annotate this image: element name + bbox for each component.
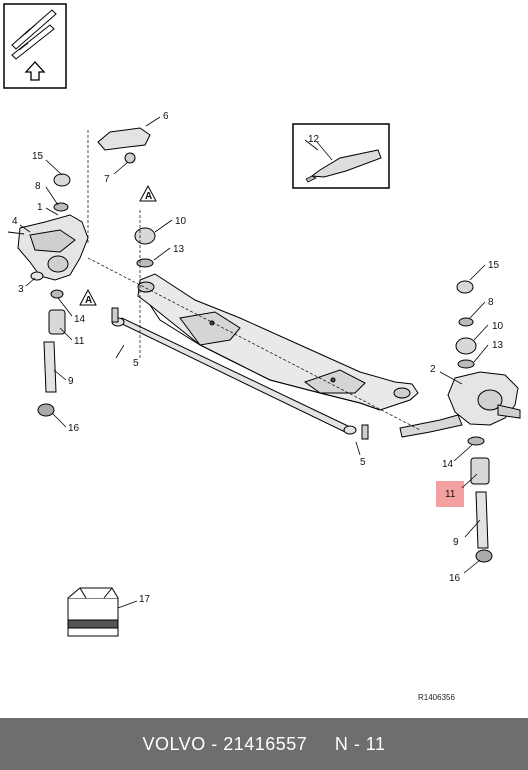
callout-8-left: 8 [35,181,41,192]
grease-tube-inset [292,123,390,189]
footer-gap [307,734,335,755]
callout-17: 17 [139,594,151,605]
callout-1: 1 [37,202,43,213]
orientation-icon [3,3,67,89]
callout-5-left: 5 [133,358,139,369]
callout-3: 3 [18,284,24,295]
svg-text:A: A [145,191,152,202]
callout-9-left: 9 [68,376,74,387]
callout-5-right: 5 [360,457,366,468]
callout-10-right: 10 [492,321,504,332]
callout-15-right: 15 [488,260,500,271]
left-steering-knuckle [7,173,156,417]
callout-15-left: 15 [32,151,44,162]
callout-16-right: 16 [449,573,461,584]
callout-11-left: 11 [74,336,85,347]
callout-6: 6 [163,111,169,122]
parts-kit-box [67,587,119,637]
callout-13-top: 13 [173,244,185,255]
footer-brand: VOLVO [142,733,206,754]
footer-part-number: 21416557 [223,733,308,754]
callout-14-left: 14 [74,314,86,325]
footer-page: N - 11 [334,733,386,754]
tie-rod [111,307,369,440]
callout-14-right: 14 [442,459,454,470]
svg-text:A: A [85,295,92,306]
bracket-assembly [97,127,151,164]
callout-8-right: 8 [488,297,494,308]
callout-2: 2 [430,364,436,375]
footer-bar: VOLVO - 21416557 N - 11 [0,718,528,770]
callout-4: 4 [12,216,18,227]
callout-13-right: 13 [492,340,504,351]
callout-9-right: 9 [453,537,459,548]
marker-a-top: A [139,184,157,202]
right-steering-knuckle [399,280,521,563]
callout-7: 7 [104,174,110,185]
callout-11-right: 11 [445,489,456,500]
callout-16-left: 16 [68,423,80,434]
callout-12: 12 [308,134,320,145]
reference-code: R1406356 [418,693,455,702]
callout-10-top: 10 [175,216,187,227]
parts-diagram: A A 15 8 1 4 3 14 11 9 16 5 6 7 10 13 12… [3,3,521,702]
highlight-box [436,481,464,507]
marker-a-left: A [79,288,97,306]
front-axle-beam [137,273,419,411]
footer-separator: - [205,733,224,754]
